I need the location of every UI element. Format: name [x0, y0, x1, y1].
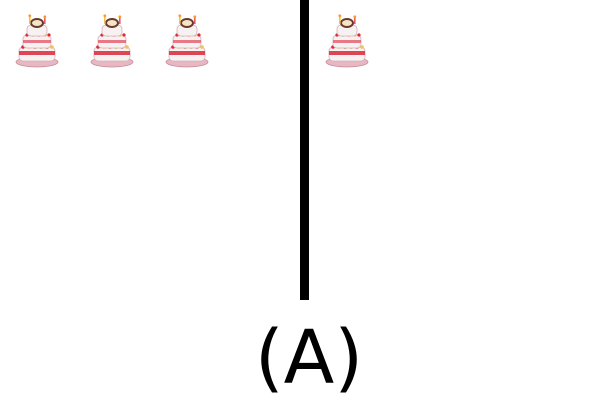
panel-label: (A)	[254, 315, 364, 401]
cake-icon	[164, 14, 210, 70]
cake-icon	[14, 14, 60, 70]
cake-icon	[324, 14, 370, 70]
vertical-divider	[300, 0, 309, 300]
cake-icon	[89, 14, 135, 70]
